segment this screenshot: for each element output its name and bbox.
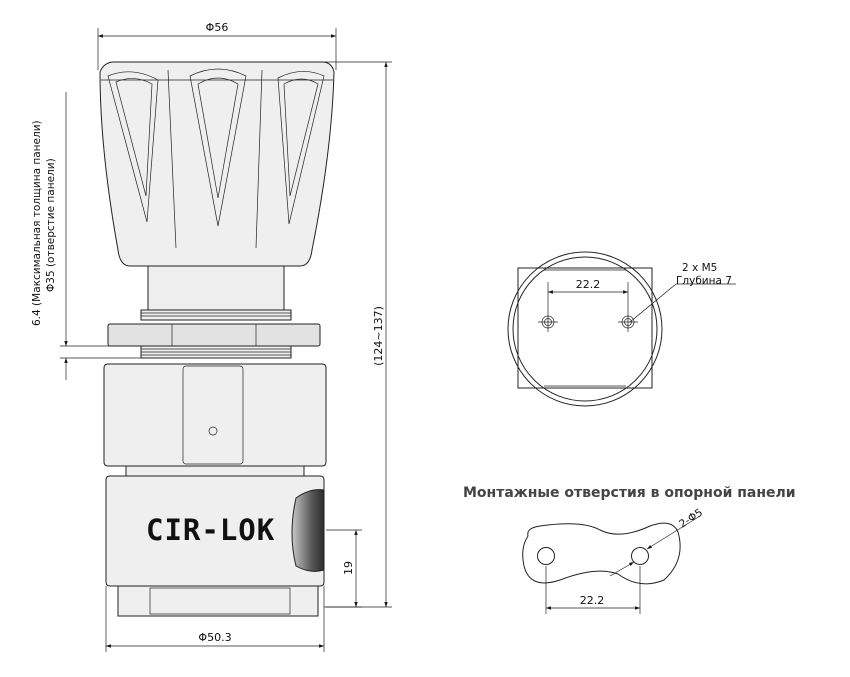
dim-bottom-diameter-label: Φ50.3 [198,631,231,644]
dim-bottom-diameter: Φ50.3 [105,586,325,652]
panel-nut [107,323,321,347]
stem [147,265,285,319]
dim-panel: 6.4 (Максимальная толщина панели) Φ35 (о… [31,92,148,380]
end-hole-spacing-label: 22.2 [576,278,601,291]
valve-body: CIR-LOK [105,475,325,587]
dim-port-height-label: 19 [342,561,355,575]
end-view: 22.2 2 x M5 Глубина 7 [507,251,736,407]
handknob [99,61,335,267]
thread-lower [140,345,292,359]
thread-upper [140,309,292,321]
panel-holes-title: Монтажные отверстия в опорной панели [463,485,796,501]
bonnet [103,363,327,467]
end-hole-left [538,312,558,332]
panel-hole-label: 2-Φ5 [677,507,705,531]
port-thread [291,489,325,572]
depth-label: Глубина 7 [676,275,732,287]
panel-hole-left [537,547,555,565]
panel-hole-right [631,547,649,565]
dim-height: (124~137) [324,61,392,608]
thread-label: 2 x M5 [682,262,717,274]
dim-panel-thickness-label: 6.4 (Максимальная толщина панели) [31,120,43,326]
side-view: CIR-LOK [99,61,335,617]
dim-height-label: (124~137) [372,306,385,366]
panel-plate: 22.2 2-Φ5 [522,507,705,614]
dim-top-diameter: Φ56 [97,21,337,70]
bottom-nut [117,585,319,617]
dim-panel-hole-label: Φ35 (отверстие панели) [45,158,57,292]
neck [125,465,305,477]
panel-hole-spacing-label: 22.2 [580,594,605,607]
end-hole-right [618,312,638,332]
brand-logo: CIR-LOK [146,513,275,547]
dim-top-diameter-label: Φ56 [206,21,229,34]
dim-port-height: 19 [326,529,362,608]
